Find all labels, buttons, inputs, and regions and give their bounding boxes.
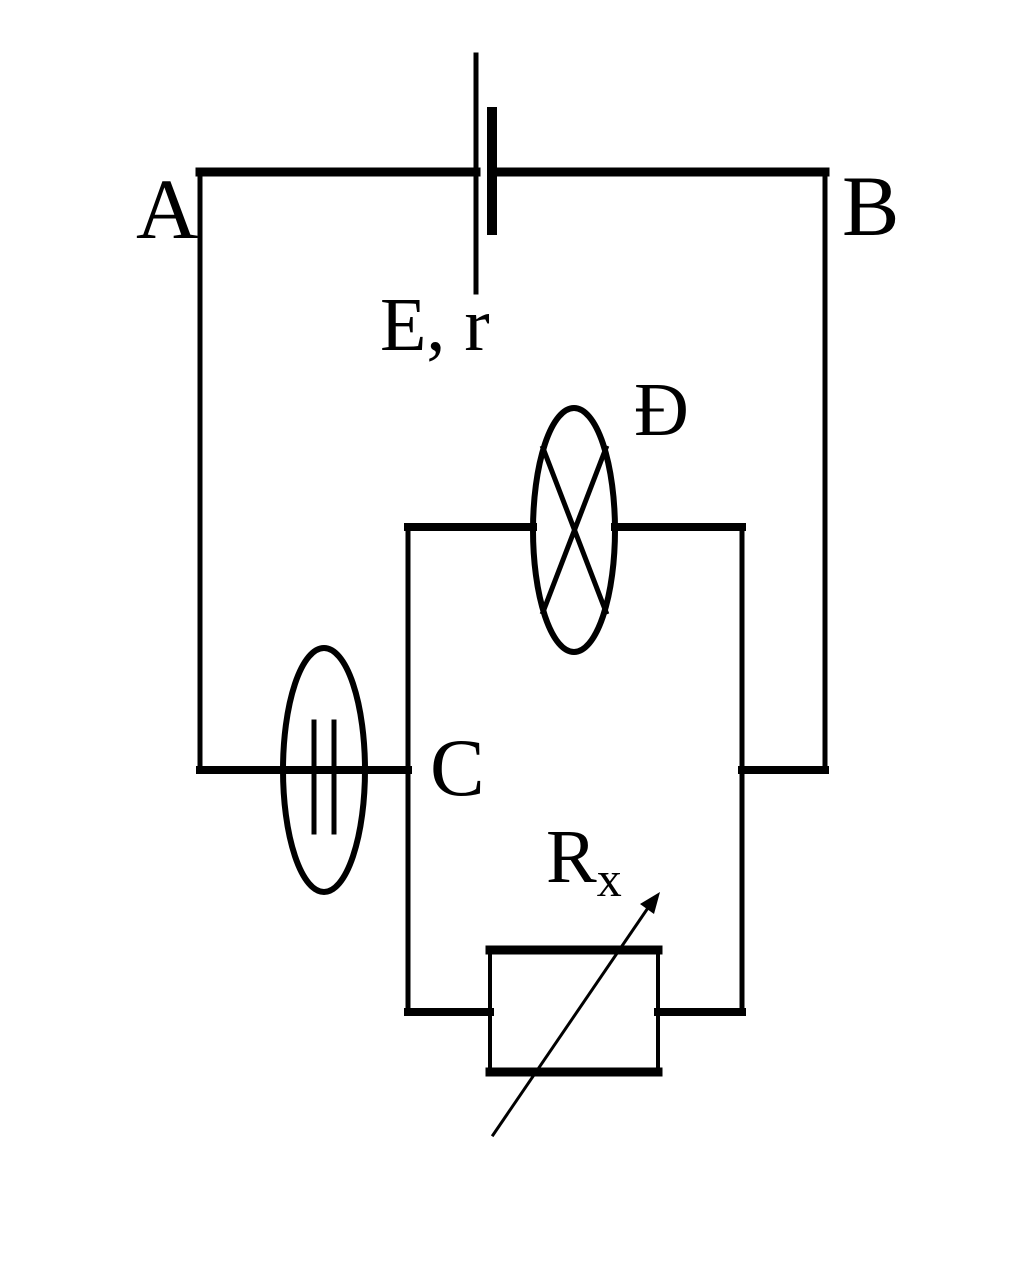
resistor-label-main: R (546, 815, 597, 899)
node-a-label: A (136, 161, 198, 257)
node-c-label: C (430, 722, 485, 813)
resistor-label-sub: x (597, 851, 622, 907)
variable-resistor-icon (485, 892, 663, 1138)
lamp-icon (530, 405, 618, 655)
battery-icon (473, 52, 497, 295)
arrowhead-icon (640, 892, 660, 914)
node-b-label: B (842, 158, 899, 254)
resistor-label: Rx (546, 815, 622, 907)
lamp-label: Đ (634, 368, 689, 452)
source-label: E, r (380, 283, 490, 367)
ammeter-icon (280, 645, 368, 895)
